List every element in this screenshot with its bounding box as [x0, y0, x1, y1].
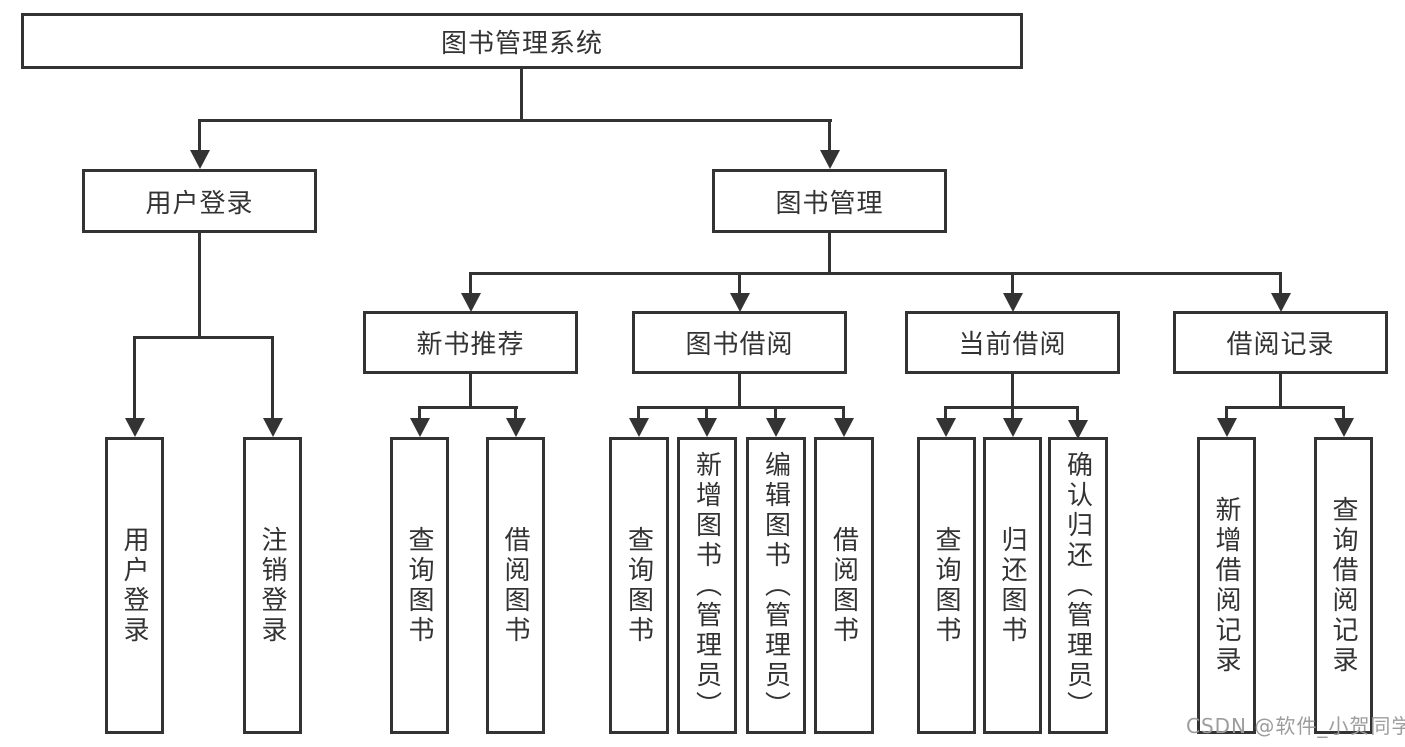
node-leaf-borrow-books-recommend: 借阅图书: [486, 437, 545, 734]
node-new-book-recommendation: 新书推荐: [363, 311, 578, 374]
connector-group-current-borrowing-drop: [1011, 272, 1014, 294]
node-leaf-query-books-borrowing: 查询图书: [609, 437, 669, 734]
arrowhead-g1-leaf2: [766, 418, 786, 437]
arrowhead-leaf-logout: [263, 418, 283, 437]
arrowhead-g3-leaf0: [1217, 418, 1237, 437]
arrowhead-borrowing-records: [1271, 293, 1291, 312]
node-leaf-logout: 注销登录: [243, 437, 302, 734]
connector-g0-stem: [469, 374, 472, 409]
connector-g1-stem: [738, 374, 741, 409]
connector-g2-leaf1-drop: [1011, 406, 1014, 421]
connector-g3-leaf0-drop: [1225, 406, 1228, 421]
connector-g1-bus: [637, 406, 845, 409]
arrowhead-user-login: [190, 150, 210, 169]
connector-g2-stem: [1011, 374, 1014, 409]
node-leaf-edit-book-admin: 编辑图书（管理员）: [746, 437, 806, 734]
node-leaf-query-borrow-record: 查询借阅记录: [1314, 437, 1373, 734]
connector-groups-bus: [469, 272, 1282, 275]
node-leaf-user-login: 用户登录: [105, 437, 164, 734]
arrowhead-g1-leaf1: [697, 418, 717, 437]
connector-user-login-stem: [198, 233, 201, 339]
arrowhead-g0-leaf1: [506, 418, 526, 437]
connector-leaf-logout-drop: [271, 336, 274, 421]
arrowhead-new-book-recommendation: [461, 293, 481, 312]
arrowhead-g3-leaf1: [1334, 418, 1354, 437]
connector-g3-stem: [1279, 374, 1282, 409]
connector-book-management-stem: [828, 233, 831, 275]
node-book-management: 图书管理: [712, 169, 947, 233]
connector-leaf-user-login-drop: [133, 336, 136, 421]
connector-root-bus: [198, 119, 832, 122]
node-borrowing-records: 借阅记录: [1173, 311, 1388, 374]
connector-group-new-book-drop: [469, 272, 472, 294]
connector-group-borrowing-records-drop: [1279, 272, 1282, 294]
node-current-borrowing: 当前借阅: [905, 311, 1120, 374]
node-library-management-system: 图书管理系统: [21, 13, 1023, 69]
arrowhead-current-borrowing: [1003, 293, 1023, 312]
connector-book-management-drop: [828, 119, 831, 154]
connector-g0-leaf1-drop: [514, 406, 517, 421]
node-user-login: 用户登录: [82, 169, 317, 233]
node-book-borrowing: 图书借阅: [632, 311, 847, 374]
node-leaf-add-book-admin: 新增图书（管理员）: [677, 437, 737, 734]
arrowhead-book-borrowing: [730, 293, 750, 312]
connector-user-login-bus: [133, 336, 274, 339]
connector-g1-leaf3-drop: [842, 406, 845, 421]
connector-g1-leaf2-drop: [774, 406, 777, 421]
node-leaf-query-books-current: 查询图书: [917, 437, 976, 734]
connector-root-stem: [520, 68, 523, 121]
connector-group-book-borrowing-drop: [738, 272, 741, 294]
connector-g3-leaf1-drop: [1342, 406, 1345, 421]
node-leaf-add-borrow-record: 新增借阅记录: [1197, 437, 1256, 734]
arrowhead-leaf-user-login: [125, 418, 145, 437]
connector-g2-leaf0-drop: [944, 406, 947, 421]
node-leaf-query-books-recommend: 查询图书: [390, 437, 449, 734]
connector-g2-leaf2-drop: [1076, 406, 1079, 421]
arrowhead-g1-leaf3: [834, 418, 854, 437]
connector-g1-leaf0-drop: [637, 406, 640, 421]
arrowhead-g2-leaf1: [1003, 418, 1023, 437]
node-leaf-confirm-return-admin: 确认归还（管理员）: [1048, 437, 1108, 734]
arrowhead-g1-leaf0: [629, 418, 649, 437]
arrowhead-book-management: [820, 150, 840, 169]
node-leaf-return-books: 归还图书: [983, 437, 1042, 734]
arrowhead-g2-leaf0: [936, 418, 956, 437]
connector-g1-leaf1-drop: [705, 406, 708, 421]
connector-g0-bus: [418, 406, 518, 409]
connector-g0-leaf0-drop: [418, 406, 421, 421]
connector-user-login-drop: [198, 119, 201, 154]
arrowhead-g2-leaf2: [1068, 420, 1088, 439]
node-leaf-borrow-books: 借阅图书: [814, 437, 874, 734]
arrowhead-g0-leaf0: [410, 418, 430, 437]
csdn-watermark: CSDN @软件_小贺同学: [1186, 714, 1405, 738]
connector-g3-bus: [1225, 406, 1343, 409]
